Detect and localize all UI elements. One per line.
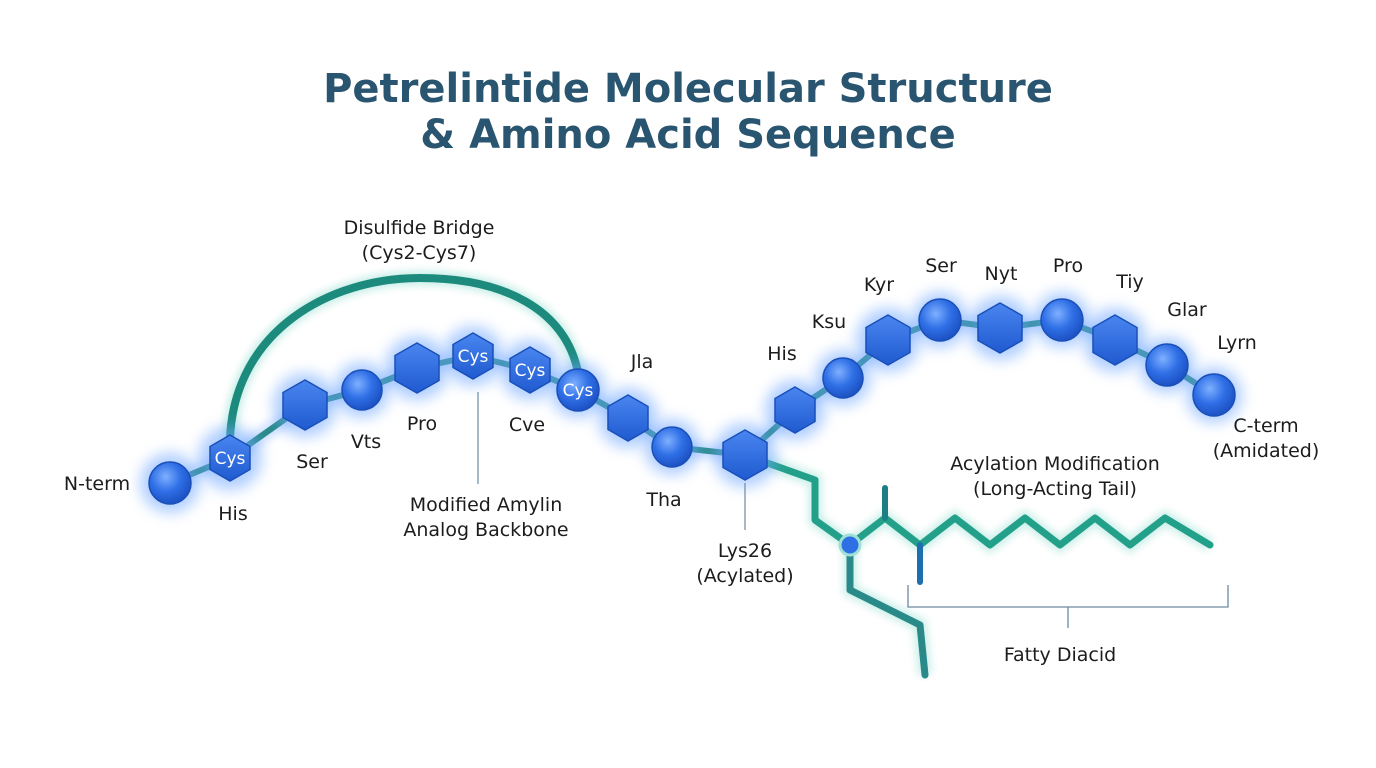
label-n-term: N-term	[64, 473, 130, 495]
residue-kyr	[865, 314, 911, 366]
cys-label-2: Cys	[458, 347, 489, 367]
residue-n-term	[148, 461, 192, 505]
residue-jla	[607, 394, 649, 442]
page-title: Petrelintide Molecular Structure & Amino…	[0, 66, 1376, 158]
label-ksu: Ksu	[812, 311, 846, 333]
residue-ksu	[822, 357, 864, 399]
tail-branch	[846, 541, 929, 679]
residue-nyt	[977, 302, 1023, 354]
residue-c-term	[1192, 373, 1236, 417]
label-pro-1: Pro	[407, 413, 437, 435]
residue-pro	[394, 342, 440, 394]
residue-lys26	[722, 429, 768, 481]
residue-his-2	[774, 386, 816, 434]
label-disulfide-2: (Cys2-Cys7)	[362, 242, 477, 264]
label-c-term-2: (Amidated)	[1213, 440, 1320, 462]
cys-label-4: Cys	[563, 381, 594, 401]
residue-cys-4	[556, 368, 600, 412]
label-lys-2: (Acylated)	[696, 565, 793, 587]
title-line-1: Petrelintide Molecular Structure	[323, 66, 1053, 112]
tail-junction	[838, 533, 862, 557]
label-fatty-diacid: Fatty Diacid	[1004, 644, 1116, 666]
label-vts: Vts	[351, 431, 381, 453]
cys-label-1: Cys	[215, 449, 246, 469]
residue-cys-1	[209, 434, 251, 482]
label-cve: Cve	[509, 414, 545, 436]
residue-glar	[1145, 343, 1189, 387]
label-ser: Ser	[296, 451, 328, 473]
title-line-2: & Amino Acid Sequence	[420, 112, 956, 158]
residue-ser-2	[918, 298, 962, 342]
label-c-term-1: C-term	[1233, 415, 1298, 437]
label-tiy: Tiy	[1115, 271, 1144, 293]
label-acylation-2: (Long-Acting Tail)	[973, 478, 1137, 500]
acylation-tail	[741, 448, 1214, 679]
label-backbone-1: Modified Amylin	[410, 494, 562, 516]
label-his-2: His	[767, 343, 796, 365]
residue-ser	[282, 379, 328, 431]
label-kyr: Kyr	[864, 274, 894, 296]
label-tha: Tha	[645, 489, 681, 511]
residue-pro-2	[1040, 298, 1084, 342]
disulfide-bridge	[226, 273, 582, 442]
label-jla: Jla	[630, 351, 654, 373]
residue-cys-3	[509, 346, 551, 394]
fatty-chain	[741, 451, 1214, 549]
label-his-1: His	[218, 503, 247, 525]
label-pro-2: Pro	[1053, 255, 1083, 277]
residue-tha	[651, 426, 693, 468]
cys-label-3: Cys	[515, 361, 546, 381]
label-backbone-2: Analog Backbone	[403, 519, 568, 541]
label-glar: Glar	[1167, 299, 1207, 321]
fatty-diacid-bracket	[907, 585, 1229, 628]
residue-vts	[341, 369, 383, 411]
residue-tiy	[1092, 314, 1138, 366]
label-disulfide-1: Disulfide Bridge	[344, 217, 495, 239]
label-ser-2: Ser	[925, 255, 957, 277]
residues	[148, 298, 1236, 505]
residue-cys-2	[452, 332, 494, 380]
label-nyt: Nyt	[985, 263, 1018, 285]
label-acylation-1: Acylation Modification	[950, 453, 1160, 475]
label-lys-1: Lys26	[718, 540, 772, 562]
label-lyrn: Lyrn	[1217, 332, 1257, 354]
